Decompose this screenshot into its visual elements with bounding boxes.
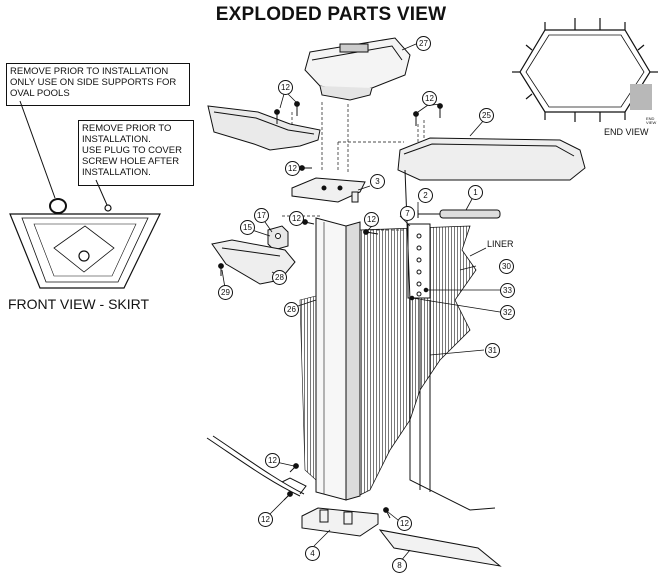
- oval-pool-outline: [512, 18, 658, 122]
- top-rail-left: [207, 105, 321, 151]
- rod-part: [417, 209, 501, 219]
- note-plug-screw-hole: REMOVE PRIOR TO INSTALLATION. USE PLUG T…: [78, 120, 194, 186]
- callout-2: 2: [418, 188, 433, 203]
- callout-12: 12: [364, 212, 379, 227]
- side-bracket-strip: [407, 223, 431, 299]
- callout-4: 4: [305, 546, 320, 561]
- callout-29: 29: [218, 285, 233, 300]
- callout-33: 33: [500, 283, 515, 298]
- end-view-label: END VIEW: [604, 127, 649, 137]
- callout-12: 12: [258, 512, 273, 527]
- callout-12: 12: [278, 80, 293, 95]
- callout-25: 25: [479, 108, 494, 123]
- callout-7: 7: [400, 206, 415, 221]
- wall-panel: [404, 169, 496, 511]
- front-view-skirt-label: FRONT VIEW - SKIRT: [8, 296, 150, 312]
- top-plate: [291, 177, 366, 203]
- callout-31: 31: [485, 343, 500, 358]
- leader-note1: [19, 100, 56, 199]
- connector-bracket: [267, 225, 289, 251]
- callout-27: 27: [416, 36, 431, 51]
- callout-15: 15: [240, 220, 255, 235]
- callout-30: 30: [499, 259, 514, 274]
- note-oval-support: REMOVE PRIOR TO INSTALLATION ONLY USE ON…: [6, 63, 190, 106]
- top-rail-right: [397, 137, 586, 181]
- callout-17: 17: [254, 208, 269, 223]
- leader-note2: [95, 179, 108, 206]
- base-plate: [301, 507, 379, 537]
- upright-support: [315, 217, 361, 501]
- page-title: EXPLODED PARTS VIEW: [215, 4, 447, 25]
- bottom-rail-right: [378, 529, 502, 567]
- callout-28: 28: [272, 270, 287, 285]
- callout-12: 12: [289, 211, 304, 226]
- end-view-small-label: END VIEW: [646, 116, 657, 125]
- screws: [218, 101, 443, 519]
- end-view-highlight: [630, 84, 652, 110]
- callout-1: 1: [468, 185, 483, 200]
- callout-12: 12: [397, 516, 412, 531]
- callout-12: 12: [265, 453, 280, 468]
- callout-3: 3: [370, 174, 385, 189]
- front-view-skirt: [9, 198, 161, 289]
- callout-12: 12: [422, 91, 437, 106]
- liner-wall: [299, 225, 477, 496]
- top-cap-part: [304, 37, 411, 101]
- bottom-rail-left: [206, 435, 307, 497]
- callout-8: 8: [392, 558, 407, 573]
- liner-label: LINER: [487, 239, 514, 249]
- callout-12: 12: [285, 161, 300, 176]
- callout-32: 32: [500, 305, 515, 320]
- callout-26: 26: [284, 302, 299, 317]
